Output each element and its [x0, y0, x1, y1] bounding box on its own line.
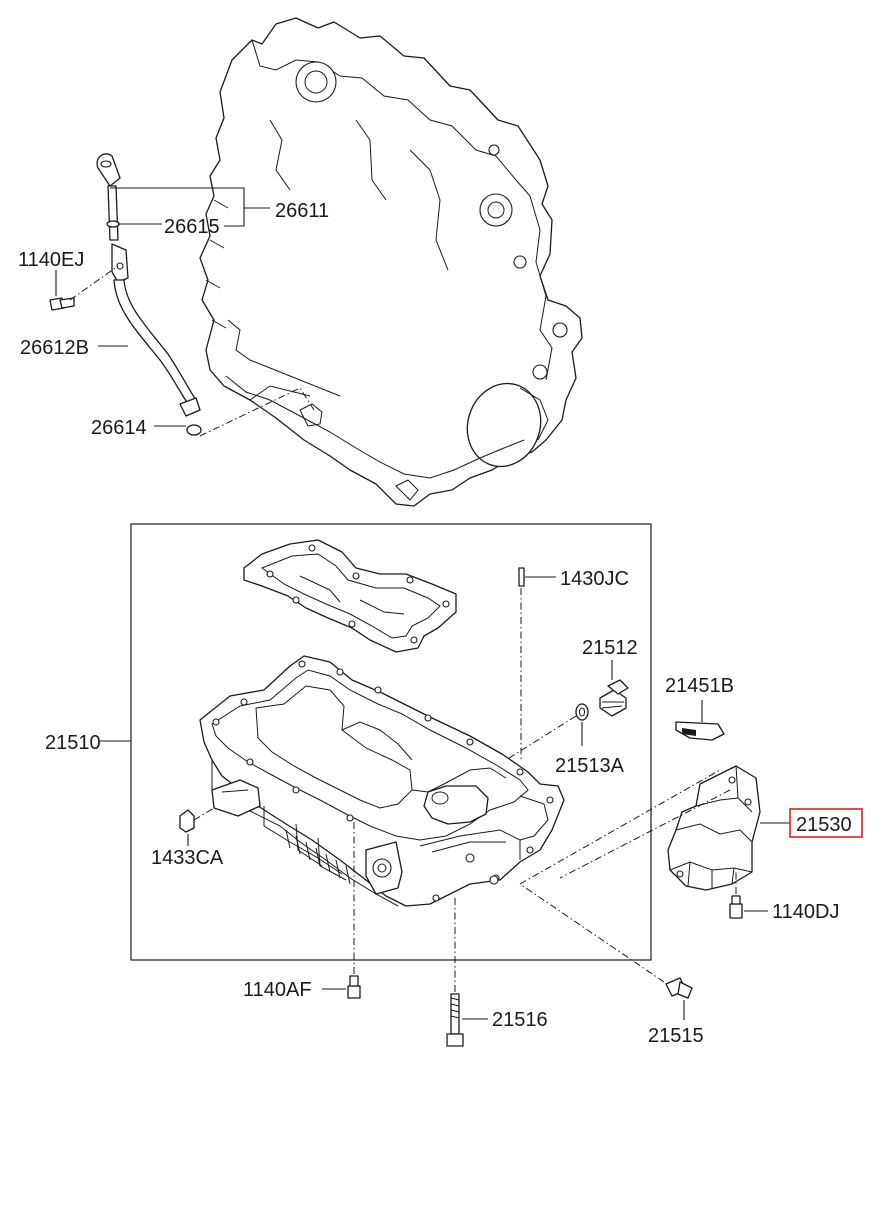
oil-pan-group-box — [130, 523, 652, 961]
sensor-strip-21451B — [675, 700, 725, 741]
oil-pan — [199, 655, 565, 907]
engine-block — [199, 17, 583, 507]
label-26612B: 26612B — [20, 337, 89, 359]
label-26614: 26614 — [91, 417, 147, 439]
part-labels: 26611 26615 1140EJ 26612B 26614 1430JC 2… — [18, 200, 863, 1047]
dowel-pin-1430JC — [518, 567, 556, 760]
label-21516: 21516 — [492, 1009, 548, 1031]
label-21451B: 21451B — [665, 675, 734, 697]
bolt-21515 — [519, 883, 693, 1020]
label-21515: 21515 — [648, 1025, 704, 1047]
clip-1433CA — [179, 807, 215, 846]
label-1433CA: 1433CA — [151, 847, 224, 869]
label-21510: 21510 — [45, 732, 101, 754]
oil-pan-gasket — [243, 539, 457, 653]
bolt-1140DJ — [729, 872, 768, 919]
label-21513A: 21513A — [555, 755, 625, 777]
label-1140DJ: 1140DJ — [772, 901, 839, 923]
label-1140EJ: 1140EJ — [18, 249, 84, 271]
label-21512: 21512 — [582, 637, 638, 659]
label-21530: 21530 — [796, 814, 852, 836]
label-1430JC: 1430JC — [560, 568, 629, 590]
label-26615: 26615 — [164, 216, 220, 238]
drain-washer-21513A — [505, 703, 589, 761]
bolt-1140AF — [322, 820, 361, 999]
dipstick-assembly — [49, 153, 315, 437]
stiffener-21530 — [519, 765, 790, 891]
drain-plug-21512 — [599, 660, 629, 717]
bolt-21516 — [446, 898, 488, 1047]
dipstick-leaders — [55, 187, 270, 427]
label-1140AF: 1140AF — [243, 979, 312, 1001]
highlight-box-21530 — [789, 808, 863, 838]
label-26611: 26611 — [275, 200, 329, 222]
